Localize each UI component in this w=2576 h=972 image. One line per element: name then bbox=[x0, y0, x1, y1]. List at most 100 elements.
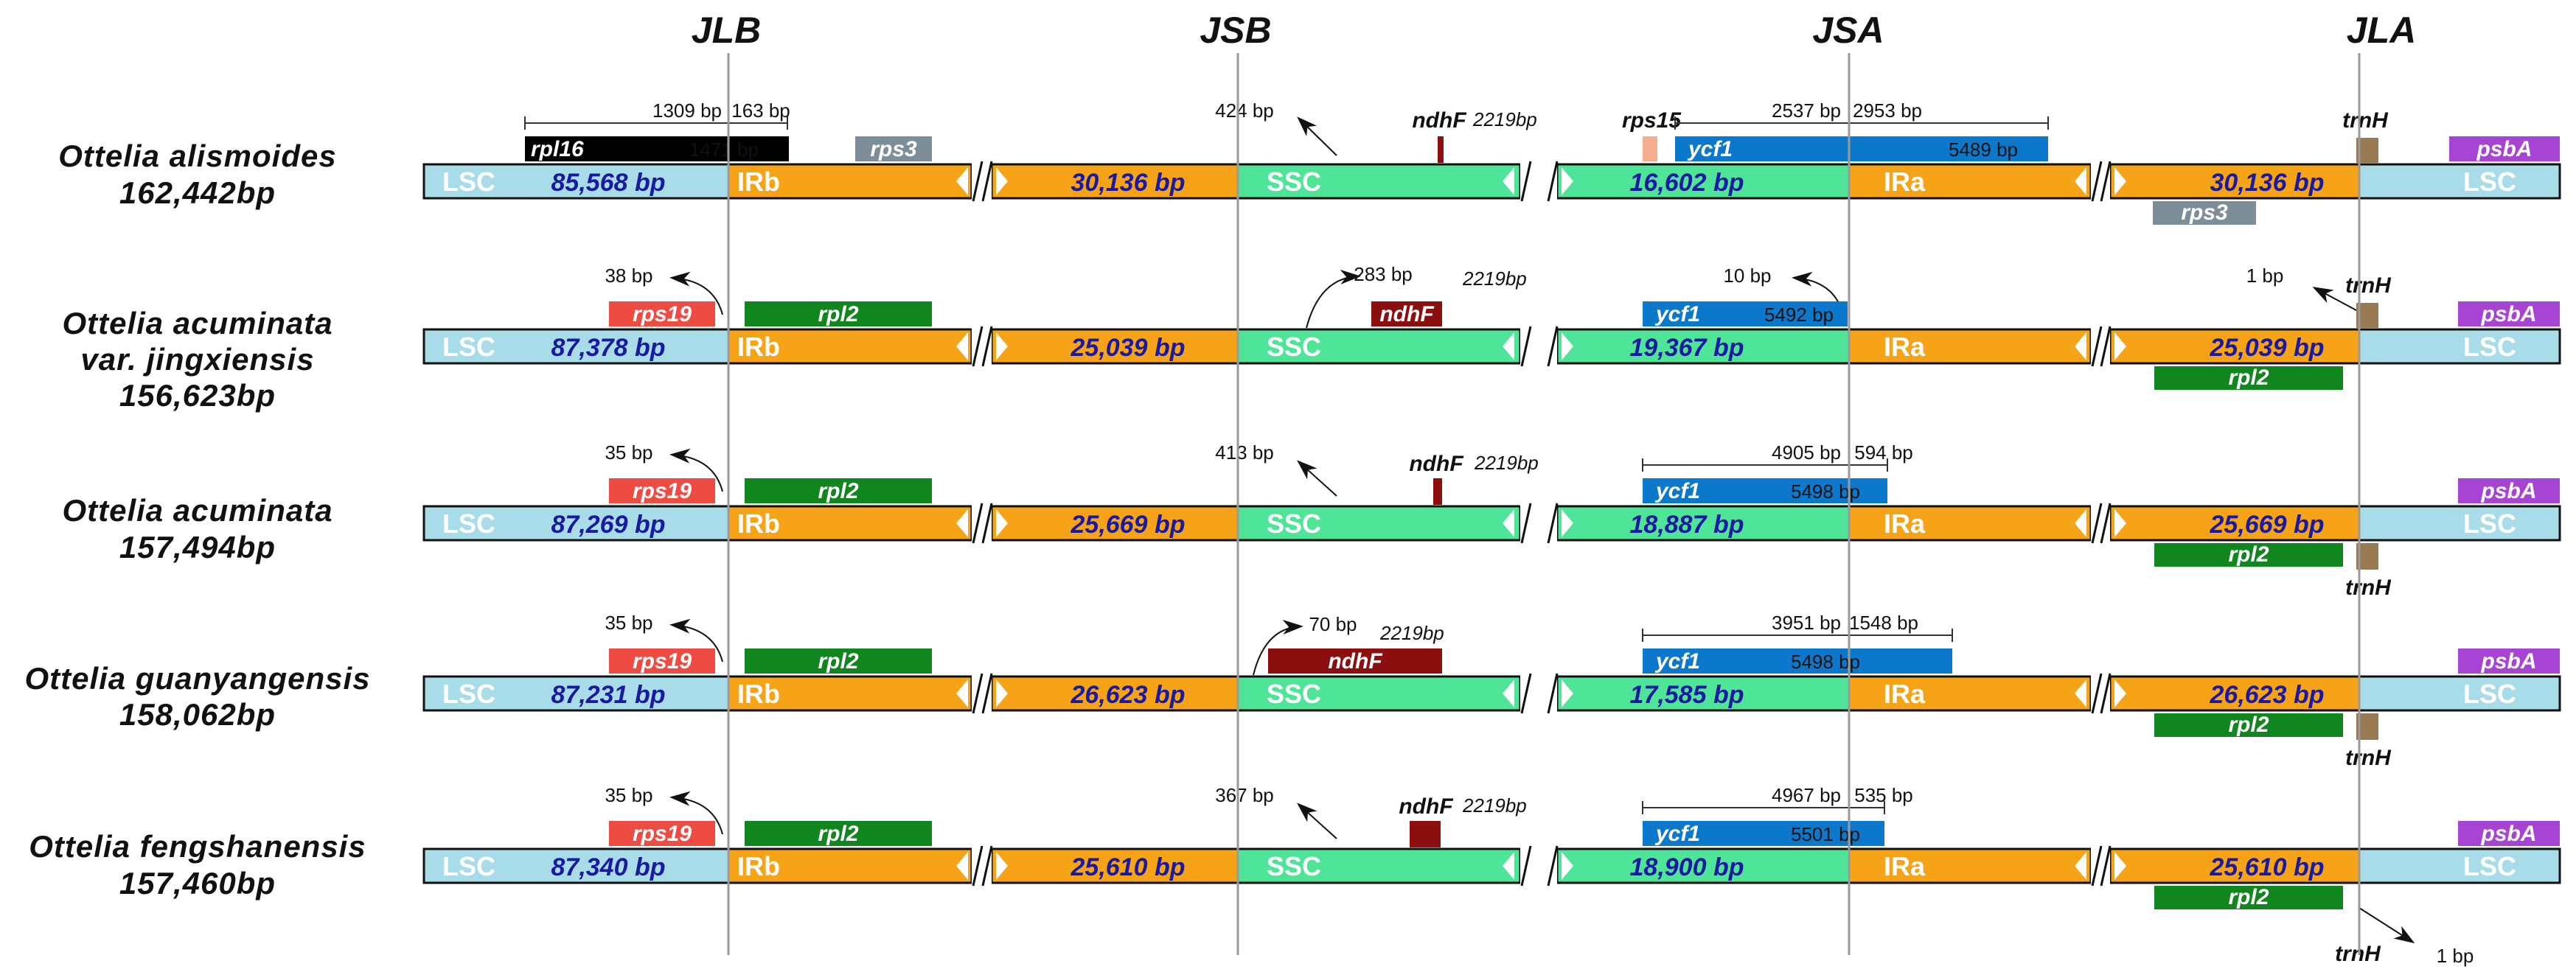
psba-gene-label: psbA bbox=[2481, 479, 2537, 503]
ira-length: 25,610 bp bbox=[2210, 853, 2325, 881]
lsc-left-segment bbox=[422, 328, 730, 365]
region-ira: IRa bbox=[1884, 679, 1926, 709]
ndhf-label: ndhF bbox=[1409, 452, 1463, 476]
ssc-segment-b bbox=[1556, 847, 1851, 884]
rps3-ira-gene-label: rps3 bbox=[2181, 200, 2228, 225]
rps19-arrow bbox=[669, 791, 723, 835]
region-ssc: SSC bbox=[1267, 167, 1321, 197]
ssc-segment-b bbox=[1556, 505, 1851, 542]
ssc-segment-a bbox=[1236, 505, 1522, 542]
irb-length: 26,623 bp bbox=[1071, 681, 1186, 709]
break-mark bbox=[1520, 503, 1532, 544]
lsc-left-segment bbox=[422, 163, 730, 200]
lsc-left-segment bbox=[422, 847, 730, 884]
ira-length: 26,623 bp bbox=[2210, 681, 2325, 709]
direction-chevron bbox=[996, 679, 1008, 707]
rps3-ira-gene-box bbox=[2153, 201, 2256, 225]
ycf1-label: ycf1 bbox=[1654, 479, 1700, 503]
irb-segment-a bbox=[727, 847, 973, 884]
lsc-length: 87,269 bp bbox=[551, 511, 666, 539]
psba-gene-box bbox=[2458, 301, 2560, 326]
region-ira: IRa bbox=[1884, 167, 1926, 197]
rpl2-gene-box bbox=[745, 821, 932, 846]
break-mark bbox=[972, 326, 984, 367]
break-mark bbox=[1520, 845, 1532, 887]
direction-chevron bbox=[2075, 509, 2086, 537]
direction-chevron bbox=[1503, 167, 1514, 195]
break-mark bbox=[2091, 673, 2103, 714]
trnh-distance: 1 bp bbox=[2437, 945, 2474, 967]
trnh-arrow bbox=[2312, 287, 2357, 311]
rpl16-length: 1471 bp bbox=[689, 139, 759, 161]
direction-chevron bbox=[956, 852, 968, 880]
ycf1-distance-right: 1548 bp bbox=[1849, 612, 1918, 634]
junction-label-jlb: JLB bbox=[692, 10, 761, 51]
ycf1-gene-box bbox=[1643, 478, 1887, 503]
trnh-arrow bbox=[2359, 907, 2415, 944]
ndhf-size: 2219bp bbox=[1472, 108, 1537, 130]
direction-chevron bbox=[2114, 509, 2126, 537]
direction-chevron bbox=[956, 679, 968, 707]
irb-segment-a bbox=[727, 328, 973, 365]
irb-segment-a bbox=[727, 163, 973, 200]
direction-chevron bbox=[956, 332, 968, 360]
junction-label-jsa: JSA bbox=[1812, 10, 1884, 51]
ndhf-gene-box bbox=[1410, 821, 1441, 847]
species-variety: var. jingxiensis bbox=[80, 342, 314, 377]
region-lsc-right: LSC bbox=[2463, 332, 2516, 362]
lsc-left-segment bbox=[422, 505, 730, 542]
direction-chevron bbox=[1503, 509, 1514, 537]
ndhf-distance: 413 bp bbox=[1215, 441, 1274, 464]
lsc-length: 87,340 bp bbox=[551, 853, 666, 881]
break-mark bbox=[1520, 326, 1532, 367]
direction-chevron bbox=[2114, 167, 2126, 195]
ndhf-arrow bbox=[1297, 116, 1337, 156]
direction-chevron bbox=[2075, 679, 2086, 707]
ycf1-distance-left: 4905 bp bbox=[1772, 441, 1841, 464]
irb-length: 30,136 bp bbox=[1071, 169, 1186, 197]
ycf1-distance-left: 3951 bp bbox=[1772, 612, 1841, 634]
direction-chevron bbox=[2075, 167, 2086, 195]
direction-chevron bbox=[1562, 332, 1573, 360]
region-ira: IRa bbox=[1884, 508, 1926, 539]
rps19-distance: 35 bp bbox=[605, 784, 652, 806]
psba-gene-box bbox=[2458, 648, 2560, 674]
ndhf-distance: 70 bp bbox=[1309, 613, 1357, 635]
lsc-length: 85,568 bp bbox=[551, 169, 666, 197]
lsc-right-segment bbox=[2358, 505, 2561, 542]
rps15-label: rps15 bbox=[1622, 108, 1682, 133]
region-irb: IRb bbox=[737, 167, 780, 197]
ndhf-distance: 367 bp bbox=[1215, 784, 1274, 806]
genome-size: 157,460bp bbox=[119, 866, 276, 901]
trnh-label: trnH bbox=[2345, 576, 2392, 600]
irb-segment-a bbox=[727, 675, 973, 712]
ycf1-distance-right: 2953 bp bbox=[1853, 99, 1922, 122]
irb-length: 25,039 bp bbox=[1071, 334, 1186, 362]
break-mark bbox=[972, 673, 984, 714]
break-mark bbox=[2091, 161, 2103, 202]
region-lsc-right: LSC bbox=[2463, 679, 2516, 709]
rps19-arrow bbox=[669, 448, 723, 492]
rps19-arrow bbox=[669, 618, 723, 662]
ndhf-gene-box bbox=[1438, 136, 1444, 163]
irb-segment-b bbox=[990, 163, 1239, 200]
break-mark bbox=[972, 161, 984, 202]
ycf1-label: ycf1 bbox=[1654, 649, 1700, 674]
rpl2-ira-gene-box bbox=[2154, 886, 2343, 909]
direction-chevron bbox=[1562, 509, 1573, 537]
direction-chevron bbox=[996, 332, 1008, 360]
region-lsc-left: LSC bbox=[442, 508, 495, 539]
ycf1-label: ycf1 bbox=[1654, 302, 1700, 326]
rps19-gene-label: rps19 bbox=[633, 302, 692, 326]
lsc-right-segment bbox=[2358, 163, 2561, 200]
ssc-segment-b bbox=[1556, 163, 1851, 200]
ycf1-gene-box bbox=[1643, 821, 1884, 846]
ssc-length: 18,900 bp bbox=[1630, 853, 1744, 881]
direction-chevron bbox=[1562, 167, 1573, 195]
break-mark bbox=[1520, 161, 1532, 202]
region-irb: IRb bbox=[737, 508, 780, 539]
ndhf-arrow bbox=[1306, 269, 1361, 329]
